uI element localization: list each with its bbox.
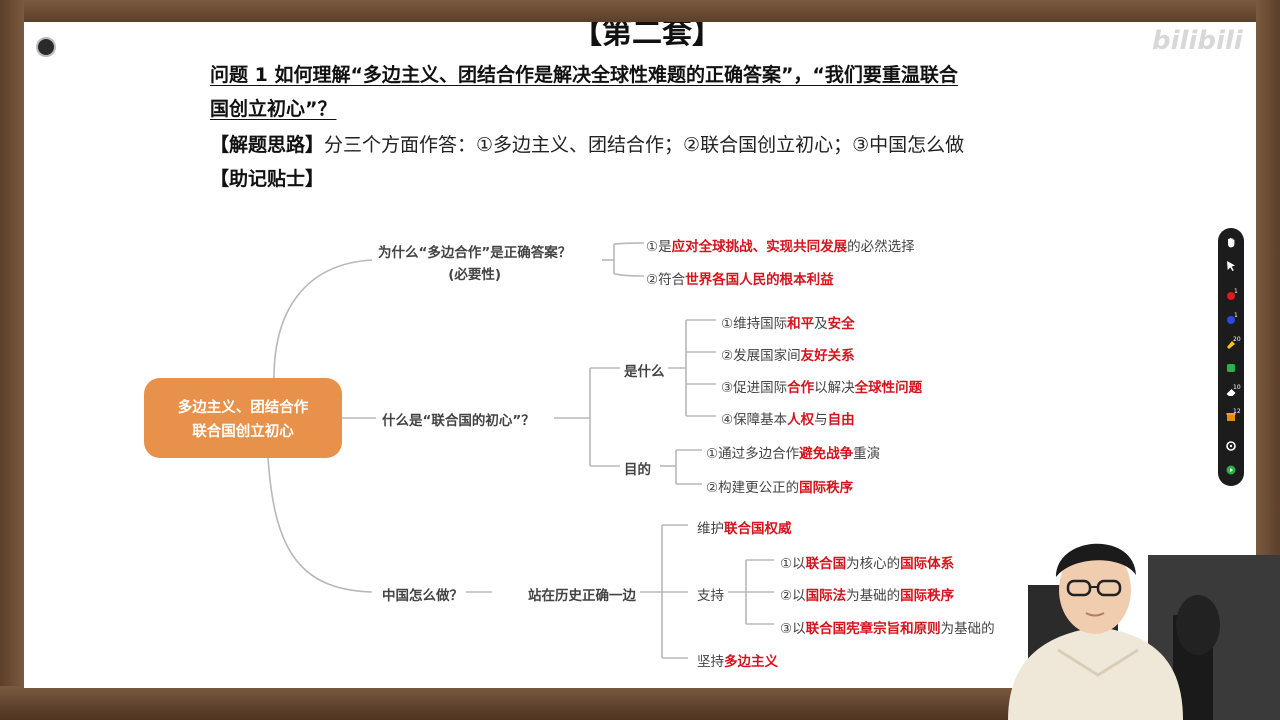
slide-title: 【第二套】 bbox=[572, 22, 722, 51]
presenter-webcam bbox=[998, 515, 1280, 720]
slide-board: bilibili 【第二套】 问题 1 如何理解“多边主义、团结合作是解决全球性… bbox=[24, 22, 1256, 688]
purpose-label: 目的 bbox=[624, 462, 651, 478]
branch-why-sublabel: (必要性) bbox=[448, 267, 502, 283]
china-stand-node: 站在历史正确一边 bbox=[528, 588, 636, 604]
annotation-toolbar: 1 1 20 10 12 bbox=[1218, 228, 1244, 486]
branch-why: 为什么“多边合作”是正确答案？ (必要性) bbox=[378, 241, 571, 283]
what-is-item-1: ①维持国际和平及安全 bbox=[721, 316, 855, 332]
eraser-icon[interactable] bbox=[1225, 386, 1237, 398]
question-line-2: 国创立初心”？ bbox=[210, 98, 337, 120]
badge-gift: 12 bbox=[1233, 408, 1241, 415]
branch-what: 什么是“联合国的初心”？ bbox=[382, 413, 535, 429]
badge-eraser: 10 bbox=[1233, 384, 1241, 391]
approach-label: 【解题思路】 bbox=[210, 134, 325, 156]
mindmap-connectors bbox=[267, 242, 774, 659]
record-indicator-icon[interactable] bbox=[36, 37, 56, 57]
gift-icon[interactable] bbox=[1225, 410, 1237, 422]
china-adhere: 坚持多边主义 bbox=[697, 654, 778, 670]
branch-china: 中国怎么做？ bbox=[382, 588, 463, 604]
badge-red: 1 bbox=[1234, 288, 1238, 295]
what-is-item-3: ③促进国际合作以解决全球性问题 bbox=[721, 380, 923, 396]
badge-highlighter: 20 bbox=[1233, 336, 1241, 343]
red-pen-icon[interactable] bbox=[1225, 290, 1237, 302]
mindmap-center-node: 多边主义、团结合作 联合国创立初心 bbox=[144, 378, 342, 458]
settings-icon[interactable] bbox=[1225, 440, 1237, 452]
what-is-item-2: ②发展国家间友好关系 bbox=[721, 348, 855, 364]
blue-pen-icon[interactable] bbox=[1225, 314, 1237, 326]
purpose-item-1: ①通过多边合作避免战争重演 bbox=[706, 446, 881, 462]
support-item-3: ③以联合国宪章宗旨和原则为基础的 bbox=[780, 621, 995, 637]
what-is-label: 是什么 bbox=[624, 364, 665, 380]
approach-text: 分三个方面作答：①多边主义、团结合作；②联合国创立初心；③中国怎么做 bbox=[324, 134, 965, 156]
badge-blue: 1 bbox=[1234, 312, 1238, 319]
shape-tool-icon[interactable] bbox=[1225, 362, 1237, 374]
memo-label: 【助记贴士】 bbox=[210, 168, 325, 190]
purpose-item-2: ②构建更公正的国际秩序 bbox=[706, 480, 854, 496]
center-line-2: 联合国创立初心 bbox=[192, 423, 294, 440]
what-is-item-4: ④保障基本人权与自由 bbox=[721, 412, 855, 428]
why-item-1: ①是应对全球挑战、实现共同发展的必然选择 bbox=[646, 239, 915, 255]
frame-left bbox=[0, 0, 24, 720]
record-toggle-icon[interactable] bbox=[1225, 464, 1237, 476]
china-support-label: 支持 bbox=[697, 588, 724, 604]
highlighter-icon[interactable] bbox=[1225, 338, 1237, 350]
question-line-1: 问题 1 如何理解“多边主义、团结合作是解决全球性难题的正确答案”，“我们要重温… bbox=[210, 64, 958, 86]
china-maintain: 维护联合国权威 bbox=[697, 521, 792, 537]
why-item-2: ②符合世界各国人民的根本利益 bbox=[646, 272, 834, 288]
memo-row: 【助记贴士】 bbox=[210, 164, 324, 191]
bilibili-watermark: bilibili bbox=[1152, 26, 1243, 56]
pointer-icon[interactable] bbox=[1225, 260, 1237, 272]
support-item-2: ②以国际法为基础的国际秩序 bbox=[780, 588, 955, 604]
frame-top bbox=[0, 0, 1280, 22]
branch-why-label: 为什么“多边合作”是正确答案？ bbox=[378, 245, 572, 261]
hand-icon[interactable] bbox=[1225, 236, 1237, 248]
support-item-1: ①以联合国为核心的国际体系 bbox=[780, 556, 955, 572]
presenter-image bbox=[1008, 543, 1280, 720]
approach-row: 【解题思路】分三个方面作答：①多边主义、团结合作；②联合国创立初心；③中国怎么做 bbox=[210, 130, 964, 157]
center-line-1: 多边主义、团结合作 bbox=[177, 399, 309, 416]
